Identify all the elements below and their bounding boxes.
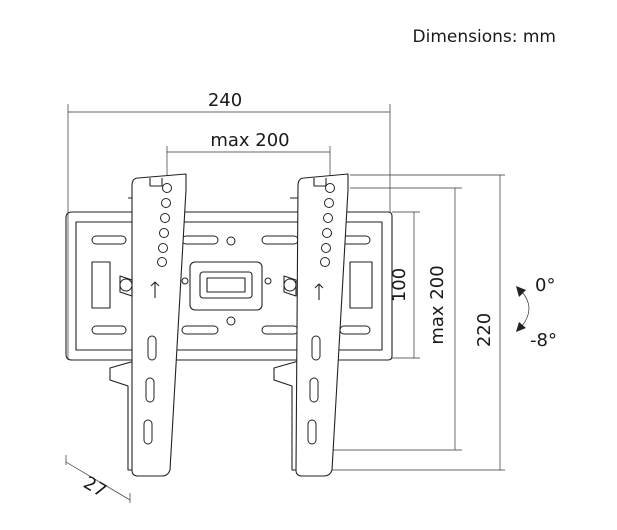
dimension-overall-height: 220 <box>320 174 505 471</box>
dimension-vesa-height: max 200 <box>330 187 462 451</box>
vesa-height-label: max 200 <box>427 265 448 344</box>
units-label: Dimensions: mm <box>413 27 556 47</box>
depth-label: 27 <box>80 472 110 502</box>
tilt-lower-label: -8° <box>530 330 557 351</box>
dimension-depth: 27 <box>65 455 131 503</box>
dimension-vesa-width: max 200 <box>166 130 331 178</box>
bracket-right <box>273 173 349 477</box>
vesa-width-label: max 200 <box>210 130 289 151</box>
dimension-overall-width: 240 <box>67 90 391 360</box>
dimension-plate-height: 100 <box>389 211 420 359</box>
wall-plate <box>65 211 393 361</box>
tilt-upper-label: 0° <box>535 275 555 296</box>
overall-height-label: 220 <box>474 313 495 347</box>
bracket-left <box>109 173 187 477</box>
plate-height-label: 100 <box>389 268 410 302</box>
overall-width-label: 240 <box>208 90 242 111</box>
tilt-indicator: 0° -8° <box>516 275 557 351</box>
